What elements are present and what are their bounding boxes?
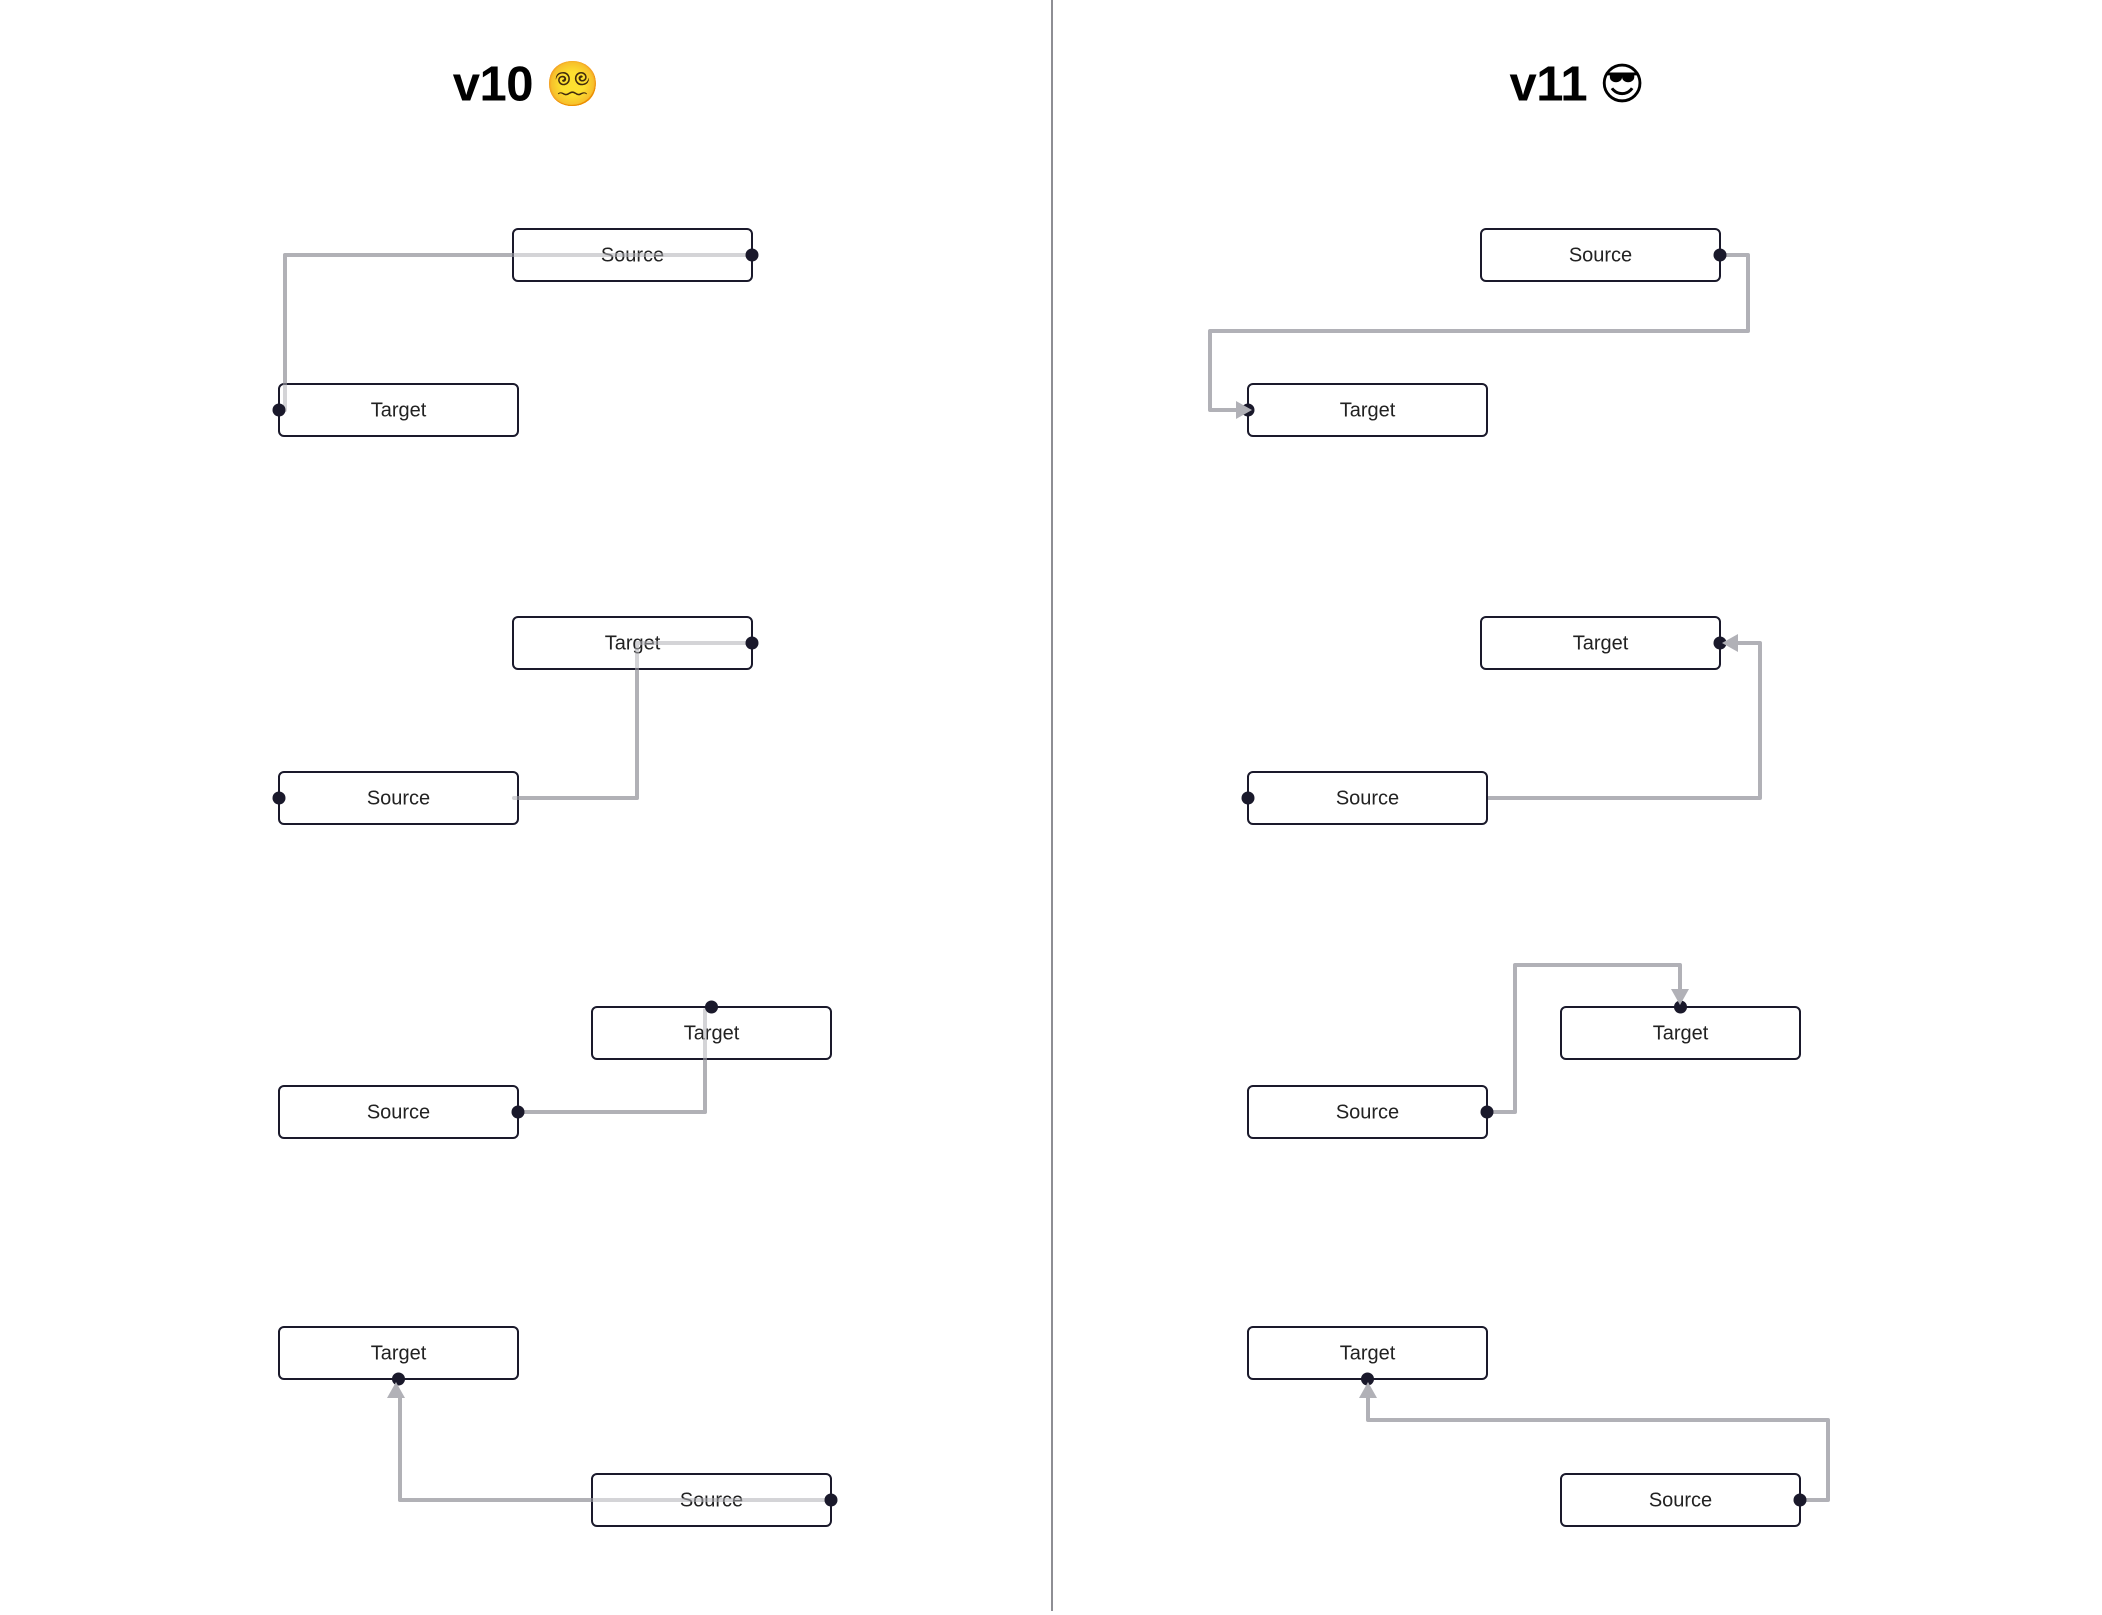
panel-v10-title-text: v10 xyxy=(452,57,534,112)
panel-v11-title: v11😎 xyxy=(1052,58,2102,110)
flow-node-target[interactable]: Target xyxy=(1480,616,1721,670)
node-label: Source xyxy=(367,787,430,809)
dizzy-face-emoji: 😵‍💫 xyxy=(544,59,600,111)
panel-v10: v10😵‍💫 xyxy=(0,58,1052,110)
panel-v10-title: v10😵‍💫 xyxy=(0,58,1052,110)
flow-node-target[interactable]: Target xyxy=(1247,383,1488,437)
node-handle-top[interactable] xyxy=(705,1000,718,1014)
panel-v11-title-text: v11 xyxy=(1509,57,1588,112)
node-handle-right[interactable] xyxy=(1480,1105,1494,1119)
node-label: Source xyxy=(1336,1101,1399,1123)
edge-arrowhead-icon xyxy=(387,1382,405,1398)
edge-path[interactable] xyxy=(1487,963,1682,1114)
flow-node-source[interactable]: Source xyxy=(278,1085,519,1139)
flow-node-source[interactable]: Source xyxy=(278,771,519,825)
panel-v11: v11😎 xyxy=(1052,0,2102,1615)
node-label: Target xyxy=(371,399,427,421)
node-label: Source xyxy=(1649,1489,1712,1511)
node-handle-bottom[interactable] xyxy=(1361,1372,1374,1386)
node-label: Target xyxy=(684,1022,740,1044)
node-label: Source xyxy=(1336,787,1399,809)
flow-node-target[interactable]: Target xyxy=(1247,1326,1488,1380)
edge-arrowhead-icon xyxy=(1722,634,1738,652)
node-label: Target xyxy=(1340,399,1396,421)
edge-path[interactable] xyxy=(1366,1393,1830,1502)
node-handle-right[interactable] xyxy=(824,1493,838,1507)
node-handle-bottom[interactable] xyxy=(392,1372,405,1386)
node-handle-left[interactable] xyxy=(1241,791,1255,805)
node-handle-right[interactable] xyxy=(511,1105,525,1119)
node-label: Target xyxy=(605,632,661,654)
node-handle-top[interactable] xyxy=(1674,1000,1687,1014)
panel-divider xyxy=(1051,0,1053,1611)
flow-node-source[interactable]: Source xyxy=(1480,228,1721,282)
node-handle-right[interactable] xyxy=(745,636,759,650)
edge-path[interactable] xyxy=(1208,253,1750,412)
node-label: Target xyxy=(371,1342,427,1364)
edge-path-overlay xyxy=(512,641,754,800)
sunglasses-face-emoji: 😎 xyxy=(1599,59,1645,111)
flow-node-source[interactable]: Source xyxy=(1560,1473,1801,1527)
flow-node-target[interactable]: Target xyxy=(591,1006,832,1060)
flow-node-target[interactable]: Target xyxy=(278,1326,519,1380)
flow-node-source[interactable]: Source xyxy=(1247,771,1488,825)
node-label: Target xyxy=(1573,632,1629,654)
node-handle-right[interactable] xyxy=(745,248,759,262)
node-handle-left[interactable] xyxy=(272,403,286,417)
node-label: Source xyxy=(367,1101,430,1123)
flow-node-target[interactable]: Target xyxy=(278,383,519,437)
node-label: Target xyxy=(1340,1342,1396,1364)
node-label: Source xyxy=(1569,244,1632,266)
edge-path-overlay xyxy=(398,1393,831,1502)
edge-arrowhead-icon xyxy=(1671,989,1689,1005)
flow-node-source[interactable]: Source xyxy=(1247,1085,1488,1139)
edge-path-overlay xyxy=(512,1008,707,1114)
node-label: Target xyxy=(1653,1022,1709,1044)
edge-arrowhead-icon xyxy=(1236,401,1252,419)
flow-node-target[interactable]: Target xyxy=(1560,1006,1801,1060)
node-handle-right[interactable] xyxy=(1713,248,1727,262)
node-handle-right[interactable] xyxy=(1713,636,1727,650)
node-handle-left[interactable] xyxy=(272,791,286,805)
flow-node-target[interactable]: Target xyxy=(512,616,753,670)
node-handle-right[interactable] xyxy=(1793,1493,1807,1507)
edge-arrowhead-icon xyxy=(1359,1382,1377,1398)
edge-path[interactable] xyxy=(1487,641,1762,800)
